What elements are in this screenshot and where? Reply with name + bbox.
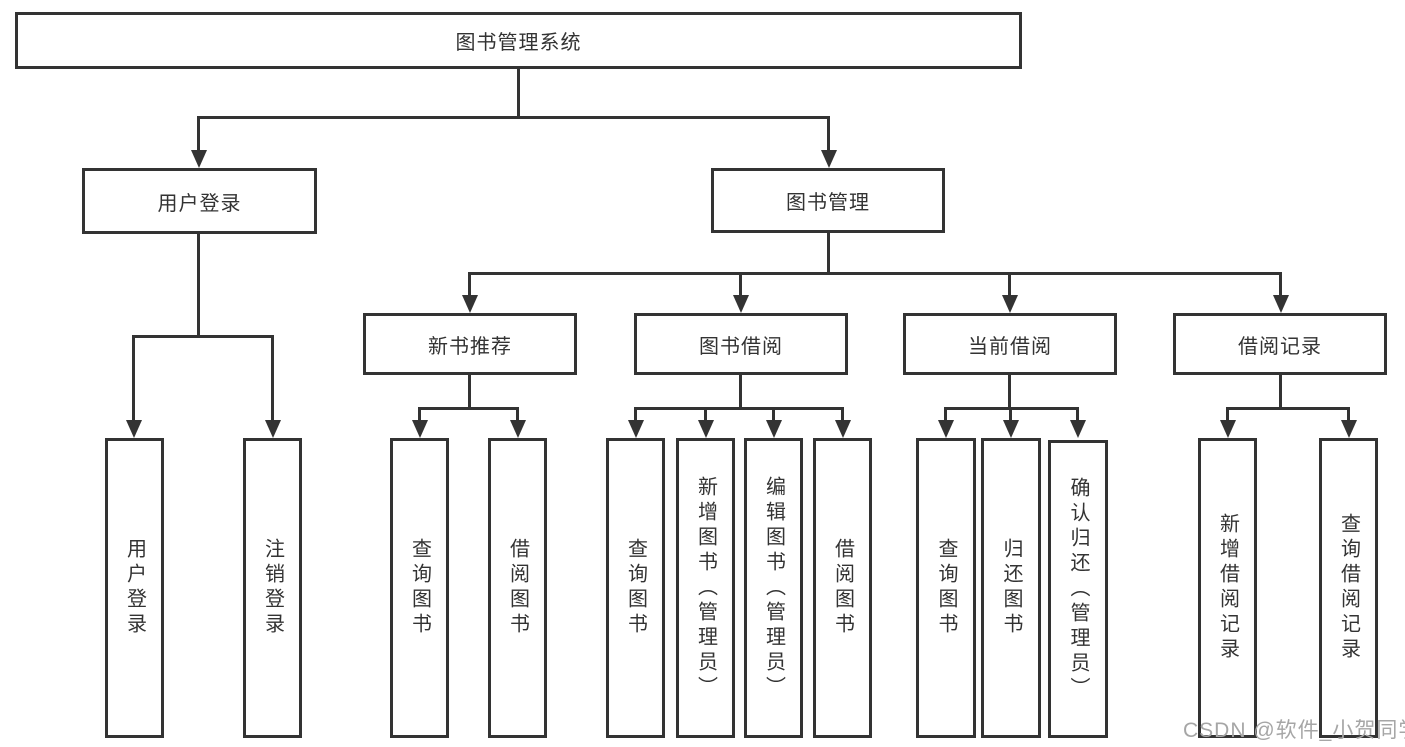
- node-label: 用户登录: [123, 538, 146, 638]
- arrow-down-icon: [1002, 295, 1018, 313]
- leaf-recommend-query-book: 查询图书: [390, 438, 449, 738]
- csdn-watermark: CSDN @软件_小贺同学: [1183, 719, 1405, 742]
- node-label: 新增图书（管理员）: [694, 475, 717, 701]
- node-label: 查询图书: [624, 538, 647, 638]
- connector-line: [1226, 407, 1350, 410]
- connector-line: [517, 69, 520, 118]
- arrow-down-icon: [126, 420, 142, 438]
- node-label: 查询图书: [408, 538, 431, 638]
- leaf-logout: 注销登录: [243, 438, 302, 738]
- connector-line: [704, 407, 707, 424]
- leaf-records-add-record: 新增借阅记录: [1198, 438, 1257, 738]
- node-new-book-recommend: 新书推荐: [363, 313, 577, 375]
- node-label: 借阅图书: [506, 538, 529, 638]
- arrow-down-icon: [1341, 420, 1357, 438]
- node-label: 图书借阅: [699, 335, 783, 358]
- connector-line: [468, 375, 471, 410]
- node-label: 新书推荐: [428, 335, 512, 358]
- connector-line: [1008, 375, 1011, 410]
- connector-line: [468, 272, 1282, 275]
- connector-line: [468, 272, 471, 298]
- node-label: 查询借阅记录: [1337, 513, 1360, 663]
- node-label: 确认归还（管理员）: [1067, 476, 1089, 702]
- connector-line: [841, 407, 844, 424]
- arrow-down-icon: [1220, 420, 1236, 438]
- arrow-down-icon: [733, 295, 749, 313]
- node-library-system: 图书管理系统: [15, 12, 1022, 69]
- connector-line: [827, 233, 830, 275]
- node-label: 查询图书: [935, 538, 957, 638]
- leaf-records-query-record: 查询借阅记录: [1319, 438, 1378, 738]
- arrow-down-icon: [938, 420, 954, 438]
- arrow-down-icon: [265, 420, 281, 438]
- node-label: 当前借阅: [968, 335, 1052, 358]
- connector-line: [132, 335, 274, 338]
- connector-line: [944, 407, 947, 424]
- node-label: 编辑图书（管理员）: [762, 475, 785, 701]
- node-user-login: 用户登录: [82, 168, 317, 234]
- arrow-down-icon: [821, 150, 837, 168]
- connector-line: [1008, 272, 1011, 298]
- connector-line: [271, 335, 274, 423]
- arrow-down-icon: [1273, 295, 1289, 313]
- arrow-down-icon: [698, 420, 714, 438]
- arrow-down-icon: [412, 420, 428, 438]
- leaf-current-confirm-return-admin: 确认归还（管理员）: [1048, 440, 1108, 738]
- connector-line: [1076, 407, 1079, 424]
- connector-line: [197, 234, 200, 338]
- node-book-borrow: 图书借阅: [634, 313, 848, 375]
- node-label: 新增借阅记录: [1216, 513, 1239, 663]
- connector-line: [197, 116, 830, 119]
- connector-line: [1009, 407, 1012, 424]
- arrow-down-icon: [510, 420, 526, 438]
- arrow-down-icon: [191, 150, 207, 168]
- connector-line: [739, 272, 742, 298]
- leaf-current-query-book: 查询图书: [916, 438, 976, 738]
- node-label: 借阅图书: [831, 538, 854, 638]
- arrow-down-icon: [835, 420, 851, 438]
- node-label: 归还图书: [1000, 538, 1022, 638]
- node-label: 图书管理: [786, 192, 870, 214]
- connector-line: [1226, 407, 1229, 424]
- connector-line: [1347, 407, 1350, 424]
- connector-line: [772, 407, 775, 424]
- node-current-borrow: 当前借阅: [903, 313, 1117, 375]
- leaf-user-login: 用户登录: [105, 438, 164, 738]
- node-label: 注销登录: [261, 538, 284, 638]
- arrow-down-icon: [1003, 420, 1019, 438]
- node-borrow-records: 借阅记录: [1173, 313, 1387, 375]
- connector-line: [1279, 272, 1282, 298]
- node-book-management: 图书管理: [711, 168, 945, 233]
- connector-line: [197, 116, 200, 154]
- connector-line: [418, 407, 519, 410]
- node-label: 图书管理系统: [455, 32, 582, 54]
- node-label: 用户登录: [157, 192, 242, 215]
- leaf-borrow-add-book-admin: 新增图书（管理员）: [676, 438, 735, 738]
- arrow-down-icon: [628, 420, 644, 438]
- leaf-borrow-borrow-book: 借阅图书: [813, 438, 872, 738]
- connector-line: [132, 335, 135, 423]
- arrow-down-icon: [462, 295, 478, 313]
- connector-line: [634, 407, 637, 424]
- leaf-borrow-query-book: 查询图书: [606, 438, 665, 738]
- leaf-current-return-book: 归还图书: [981, 438, 1041, 738]
- connector-line: [418, 407, 421, 424]
- connector-line: [827, 116, 830, 154]
- connector-line: [739, 375, 742, 410]
- connector-line: [1279, 375, 1282, 410]
- connector-line: [516, 407, 519, 424]
- leaf-borrow-edit-book-admin: 编辑图书（管理员）: [744, 438, 803, 738]
- connector-line: [634, 407, 844, 410]
- node-label: 借阅记录: [1238, 335, 1322, 358]
- arrow-down-icon: [766, 420, 782, 438]
- leaf-recommend-borrow-book: 借阅图书: [488, 438, 547, 738]
- arrow-down-icon: [1070, 420, 1086, 438]
